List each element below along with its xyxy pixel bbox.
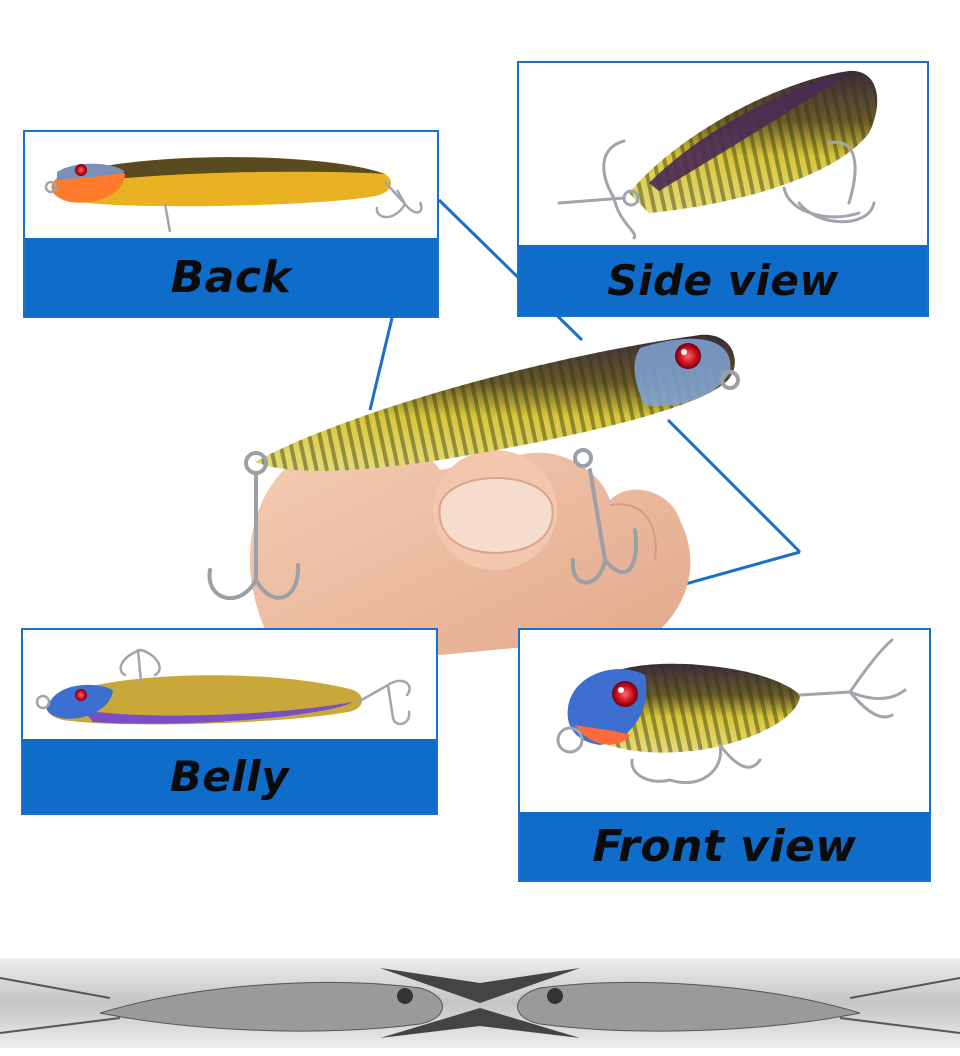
- back-label-bar: Back: [25, 238, 437, 316]
- back-view-panel: Back: [23, 130, 439, 318]
- bottom-lure-strip-graphic: [0, 958, 960, 1048]
- front-view-photo: [520, 630, 929, 816]
- belly-label: Belly: [169, 751, 290, 801]
- side-view-photo: [519, 63, 927, 249]
- front-view-label: Front view: [592, 820, 857, 872]
- side-label-bar: Side view: [519, 245, 927, 315]
- side-view-panel: Side view: [517, 61, 929, 317]
- front-label-bar: Front view: [520, 812, 929, 880]
- back-view-photo: [25, 132, 437, 242]
- hero-lure: [207, 334, 740, 600]
- side-view-label: Side view: [607, 255, 839, 305]
- belly-label-bar: Belly: [23, 739, 436, 813]
- hand-shape: [250, 431, 691, 655]
- front-view-panel: Front view: [518, 628, 931, 882]
- back-label: Back: [170, 251, 292, 303]
- belly-view-photo: [23, 630, 436, 743]
- belly-view-panel: Belly: [21, 628, 438, 815]
